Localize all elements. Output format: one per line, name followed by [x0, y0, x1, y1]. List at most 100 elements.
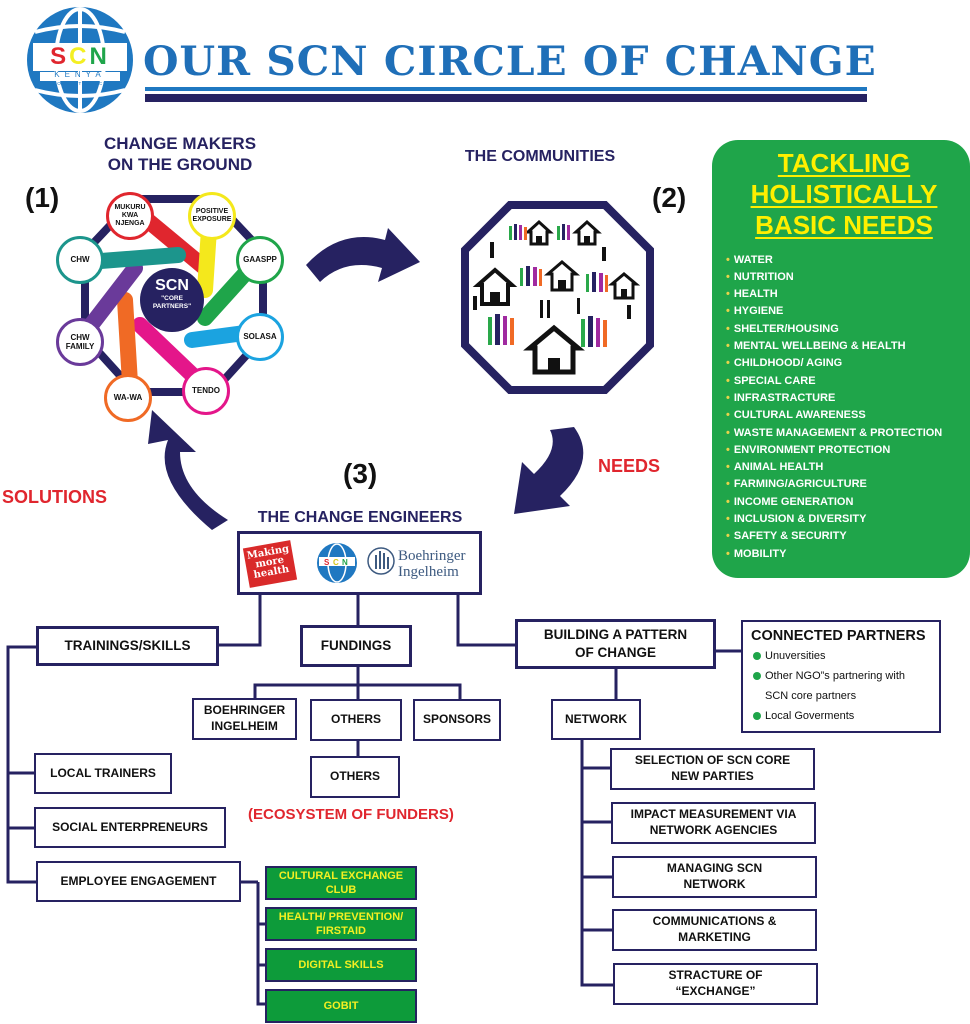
- engagement-cultural-exchange-box[interactable]: CULTURAL EXCHANGE CLUB: [265, 866, 417, 900]
- funder-sponsors-label: SPONSORS: [422, 712, 491, 727]
- partner-label: POSITIVE EXPOSURE: [192, 207, 232, 223]
- network-impact-label: IMPACT MEASUREMENT VIA NETWORK AGENCIES: [630, 807, 797, 837]
- need-item: WASTE MANAGEMENT & PROTECTION: [726, 425, 962, 442]
- title-underline-dark: [145, 94, 867, 102]
- stage-number-1: (1): [25, 182, 60, 213]
- partner-label: MUKURU KWA NJENGA: [114, 203, 146, 228]
- social-entrepreneurs-box[interactable]: SOCIAL ENTERPRENEURS: [34, 807, 226, 848]
- local-trainers-box[interactable]: LOCAL TRAINERS: [34, 753, 172, 794]
- stage-number-3: (3): [343, 458, 378, 489]
- funder-boehringer-box[interactable]: BOEHRINGER INGELHEIM: [192, 698, 297, 740]
- scn-globe-logo: [27, 7, 133, 113]
- change-makers-title: CHANGE MAKERS ON THE GROUND: [80, 133, 280, 176]
- funder-others-box[interactable]: OTHERS: [310, 699, 402, 741]
- cultural-exchange-label: CULTURAL EXCHANGE CLUB: [278, 869, 404, 896]
- network-communications-box[interactable]: COMMUNICATIONS & MARKETING: [612, 909, 817, 951]
- trainings-skills-box[interactable]: TRAININGS/SKILLS: [36, 626, 219, 666]
- pattern-label-line2: OF CHANGE: [575, 645, 656, 660]
- need-item: ENVIRONMENT PROTECTION: [726, 442, 962, 459]
- solutions-label: SOLUTIONS: [2, 487, 108, 507]
- partner-node-tendo[interactable]: TENDO: [182, 367, 230, 415]
- funder-others-label: OTHERS: [330, 712, 381, 727]
- network-impact-measurement-box[interactable]: IMPACT MEASUREMENT VIA NETWORK AGENCIES: [611, 802, 816, 844]
- core-sub2: PARTNERS": [152, 303, 192, 310]
- funder-others-sub-box[interactable]: OTHERS: [310, 756, 400, 798]
- basic-needs-list: WATER NUTRITION HEALTH HYGIENE SHELTER/H…: [726, 252, 962, 563]
- needs-label: NEEDS: [598, 456, 661, 476]
- partner-node-mukuru[interactable]: MUKURU KWA NJENGA: [106, 192, 154, 240]
- employee-engagement-label: EMPLOYEE ENGAGEMENT: [60, 873, 217, 888]
- svg-text:N: N: [342, 558, 348, 567]
- need-item: ANIMAL HEALTH: [726, 459, 962, 476]
- partner-label: GAASPP: [243, 255, 277, 265]
- connected-partner-item: Local Goverments: [751, 706, 931, 726]
- scn-core-partners-hub[interactable]: SCN "CORE PARTNERS": [140, 268, 204, 332]
- engagement-digital-skills-box[interactable]: DIGITAL SKILLS: [265, 948, 417, 982]
- need-item: NUTRITION: [726, 269, 962, 286]
- pattern-label-line1: BUILDING A PATTERN: [543, 626, 688, 642]
- partner-label: TENDO: [192, 386, 220, 396]
- basic-needs-panel: TACKLING HOLISTICALLY BASIC NEEDS WATER …: [712, 140, 970, 578]
- social-entrepreneurs-label: SOCIAL ENTERPRENEURS: [52, 819, 208, 834]
- partner-node-gaaspp[interactable]: GAASPP: [236, 236, 284, 284]
- scn-kenya-logo: SCN KENYA CONNECT IMPACT: [33, 43, 127, 86]
- employee-engagement-box[interactable]: EMPLOYEE ENGAGEMENT: [36, 861, 241, 902]
- partner-label: SOLASA: [243, 332, 277, 342]
- network-managing-label: MANAGING SCN NETWORK: [666, 861, 763, 891]
- logo-letter-n: N: [89, 43, 110, 70]
- funder-boehringer-label: BOEHRINGER INGELHEIM: [203, 703, 286, 733]
- logo-letter-s: S: [50, 43, 70, 70]
- arrow-solutions-up: [148, 410, 228, 530]
- need-item: HEALTH: [726, 286, 962, 303]
- tree-connector-lines: [6, 595, 741, 1006]
- connected-partner-item: Unuversities: [751, 646, 931, 666]
- health-prevention-label: HEALTH/ PREVENTION/ FIRSTAID: [278, 910, 404, 937]
- engagement-gobit-box[interactable]: GOBIT: [265, 989, 417, 1023]
- funder-sponsors-box[interactable]: SPONSORS: [413, 699, 501, 741]
- fundings-label: FUNDINGS: [320, 638, 392, 654]
- partner-node-wa-wa[interactable]: WA-WA: [104, 374, 152, 422]
- network-managing-box[interactable]: MANAGING SCN NETWORK: [612, 856, 817, 898]
- network-structure-exchange-box[interactable]: STRACTURE OF “EXCHANGE”: [613, 963, 818, 1005]
- need-item: INCOME GENERATION: [726, 494, 962, 511]
- local-trainers-label: LOCAL TRAINERS: [50, 765, 156, 780]
- need-item: INFRASTRACTURE: [726, 390, 962, 407]
- fundings-box[interactable]: FUNDINGS: [300, 625, 412, 667]
- network-selection-box[interactable]: SELECTION OF SCN CORE NEW PARTIES: [610, 748, 815, 790]
- need-item: SPECIAL CARE: [726, 373, 962, 390]
- partner-label: CHW FAMILY: [65, 332, 95, 351]
- bi-line2: Ingelheim: [398, 564, 459, 580]
- boehringer-ingelheim-emblem: [367, 547, 395, 575]
- partner-node-positive-exposure[interactable]: POSITIVE EXPOSURE: [188, 192, 236, 240]
- logo-letter-c: C: [69, 43, 90, 70]
- digital-skills-label: DIGITAL SKILLS: [298, 958, 384, 971]
- partner-node-solasa[interactable]: SOLASA: [236, 313, 284, 361]
- need-item: MENTAL WELLBEING & HEALTH: [726, 338, 962, 355]
- connected-partners-box: CONNECTED PARTNERS Unuversities Other NG…: [741, 620, 941, 733]
- building-pattern-box[interactable]: BUILDING A PATTERN OF CHANGE: [515, 619, 716, 669]
- title-underline-light: [145, 87, 867, 91]
- stage-number-2: (2): [652, 182, 687, 213]
- network-box[interactable]: NETWORK: [551, 699, 641, 740]
- page-title: OUR SCN CIRCLE OF CHANGE: [143, 38, 877, 85]
- connected-partner-item-continued: SCN core partners: [765, 690, 857, 702]
- logo-tagline: CONNECT IMPACT: [52, 81, 108, 86]
- basic-needs-title-line1: TACKLING: [777, 148, 911, 178]
- connected-partners-title: CONNECTED PARTNERS: [751, 628, 926, 644]
- svg-text:S: S: [324, 558, 330, 567]
- arrow-needs-down: [514, 427, 584, 514]
- need-item: SAFETY & SECURITY: [726, 528, 962, 545]
- partner-node-chw-family[interactable]: CHW FAMILY: [56, 318, 104, 366]
- need-item: MOBILITY: [726, 546, 962, 563]
- partner-node-chw[interactable]: CHW: [56, 236, 104, 284]
- need-item: INCLUSION & DIVERSITY: [726, 511, 962, 528]
- engagement-health-prevention-box[interactable]: HEALTH/ PREVENTION/ FIRSTAID: [265, 907, 417, 941]
- network-selection-label: SELECTION OF SCN CORE NEW PARTIES: [634, 753, 791, 783]
- need-item: FARMING/AGRICULTURE: [726, 476, 962, 493]
- core-sub1: "CORE: [161, 295, 183, 302]
- network-label: NETWORK: [565, 711, 627, 726]
- change-makers-title-line2: ON THE GROUND: [107, 155, 253, 175]
- scn-small-globe-logo: S C N: [317, 543, 357, 583]
- need-item: HYGIENE: [726, 303, 962, 320]
- logo-country: KENYA: [54, 70, 106, 79]
